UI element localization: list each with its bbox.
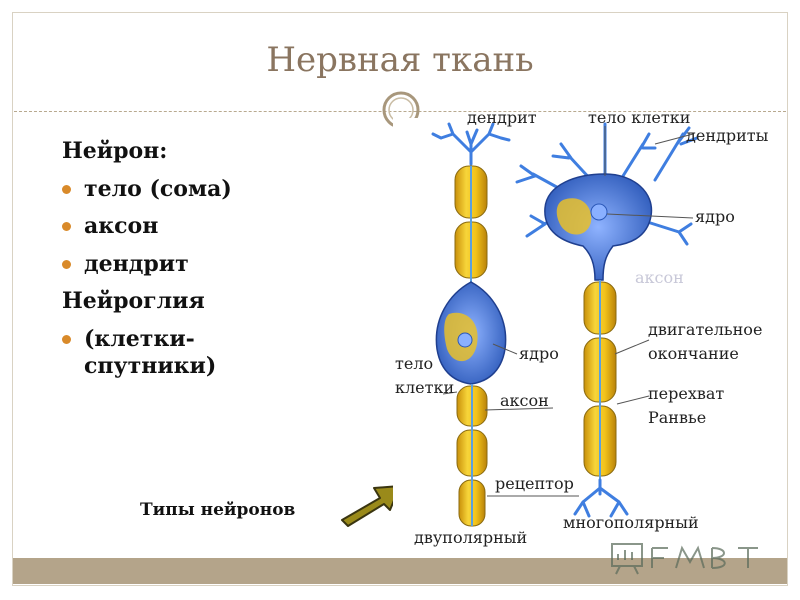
- bipolar-neuron: [431, 122, 511, 527]
- glia-heading: Нейроглия: [62, 288, 205, 314]
- presentation-logo-icon: [611, 543, 758, 575]
- label-axon: аксон: [500, 391, 549, 410]
- label-cell-body-left-line2: клетки: [395, 378, 455, 397]
- label-ranvier-line2: Ранвье: [648, 408, 707, 427]
- label-cell-body-left-line1: тело: [395, 354, 434, 373]
- neuron-diagram: [431, 122, 699, 527]
- label-motor-ending-line2: окончание: [648, 344, 739, 363]
- label-bipolar: двуполярный: [414, 528, 528, 547]
- neuron-heading: Нейрон:: [62, 138, 168, 164]
- leader-lines: [442, 126, 694, 497]
- label-cell-body-top: тело клетки: [588, 108, 691, 127]
- label-axon-faded: аксон: [635, 268, 684, 287]
- label-ranvier-line1: перехват: [648, 384, 725, 403]
- label-receptor: рецептор: [495, 474, 574, 493]
- label-multipolar: многополярный: [563, 513, 699, 532]
- list-item: аксон: [62, 213, 362, 241]
- label-nucleus-right: ядро: [695, 207, 735, 226]
- label-nucleus-left: ядро: [519, 344, 559, 363]
- slide-title: Нервная ткань: [266, 40, 534, 80]
- footer-band: [13, 558, 787, 584]
- list-item: дендрит: [62, 251, 362, 279]
- list-item: тело (сома): [62, 176, 362, 204]
- neuron-types-label: Типы нейронов: [140, 500, 296, 520]
- label-motor-ending-line1: двигательное: [648, 320, 763, 339]
- label-dendrites: дендриты: [686, 126, 769, 145]
- title-divider: [14, 111, 786, 112]
- slide-frame: [12, 12, 788, 586]
- label-dendrite: дендрит: [467, 108, 537, 127]
- list-item: (клетки- спутники): [62, 326, 362, 381]
- neuron-list: Нейрон: тело (сома) аксон дендрит Нейрог…: [62, 138, 362, 391]
